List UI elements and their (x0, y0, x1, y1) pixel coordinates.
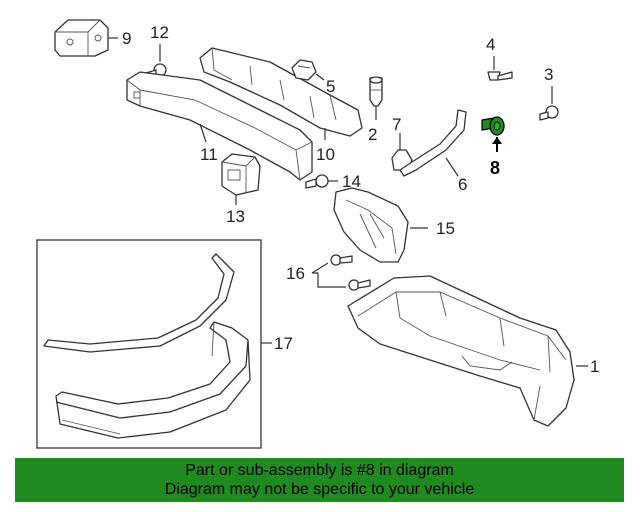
callout-10: 10 (316, 145, 335, 164)
part-8-fastener-highlighted (481, 116, 505, 136)
part-6-strip (399, 109, 467, 177)
callout-2: 2 (368, 125, 377, 144)
part-14-bolt (305, 174, 329, 189)
part-3-screw (539, 105, 559, 121)
part-1-bumper-cover (347, 275, 575, 427)
part-5-clip (291, 59, 317, 81)
callout-3: 3 (544, 65, 553, 84)
callout-11: 11 (200, 145, 218, 164)
part-9-bracket (54, 19, 109, 57)
callout-12: 12 (150, 23, 169, 42)
callout-15: 15 (436, 219, 455, 238)
callout-16: 16 (286, 264, 305, 283)
part-13-bracket (221, 153, 261, 196)
part-15-side-bracket (333, 187, 409, 263)
part-17-molding-and-lower-cover (43, 253, 251, 439)
callout-17: 17 (274, 334, 293, 353)
callout-6: 6 (458, 175, 467, 194)
info-banner: Part or sub-assembly is #8 in diagram Di… (15, 458, 624, 502)
part-16-screw-b (348, 279, 371, 291)
callout-9: 9 (122, 29, 131, 48)
callout-1: 1 (590, 357, 599, 376)
callout-4: 4 (486, 35, 495, 54)
callout-13: 13 (226, 207, 245, 226)
part-4-screw (487, 71, 513, 81)
part-11-beam (126, 71, 313, 181)
banner-line-1: Part or sub-assembly is #8 in diagram (185, 462, 454, 479)
callout-7: 7 (392, 115, 401, 134)
banner-line-2: Diagram may not be specific to your vehi… (164, 481, 475, 498)
parts-diagram: 9 12 10 5 11 13 14 (36, 19, 599, 449)
part-2-pin (369, 76, 383, 107)
part-10-reinforcement (199, 47, 363, 137)
callout-5: 5 (326, 77, 335, 96)
part-16-screw-a (330, 254, 353, 266)
callout-14: 14 (342, 172, 361, 191)
callout-8: 8 (490, 158, 500, 178)
